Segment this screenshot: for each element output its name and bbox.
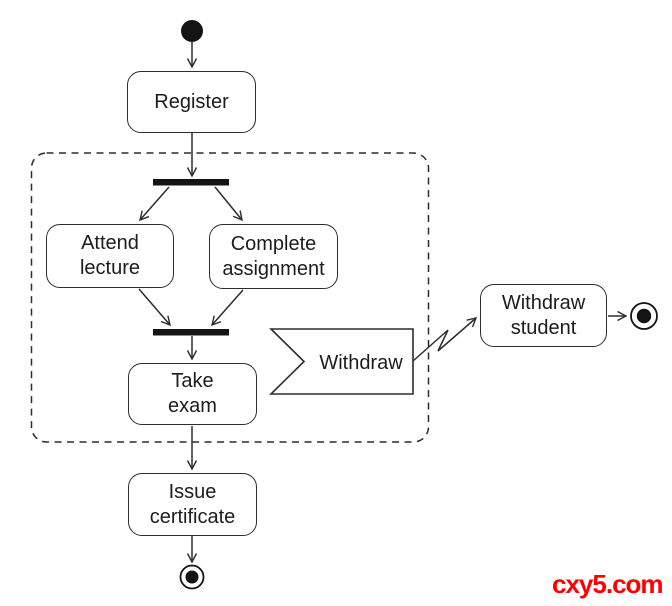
edge-withdraw-zigzag: [412, 317, 478, 362]
final-node-bottom-icon: [179, 564, 205, 590]
node-withdraw-student: Withdraw student: [480, 284, 607, 347]
edge-attend-join: [138, 288, 171, 327]
final-node-right-icon: [630, 302, 658, 330]
node-attend-lecture: Attend lecture: [46, 224, 174, 288]
interruptible-region: [30, 152, 430, 443]
watermark-text: cxy5.com: [552, 569, 664, 599]
withdraw-signal-label: Withdraw: [319, 352, 403, 374]
edge-fork-complete: [214, 186, 243, 222]
join-bar: [153, 329, 229, 336]
node-take-exam: Take exam: [128, 363, 257, 425]
node-register: Register: [127, 71, 256, 133]
edge-complete-join: [211, 289, 244, 327]
initial-node-icon: [181, 20, 203, 42]
withdraw-signal-shape: [269, 328, 414, 395]
node-issue-certificate: Issue certificate: [128, 473, 257, 536]
edge-fork-attend: [139, 186, 170, 222]
node-complete-assignment: Complete assignment: [209, 224, 338, 289]
fork-bar: [153, 179, 229, 186]
